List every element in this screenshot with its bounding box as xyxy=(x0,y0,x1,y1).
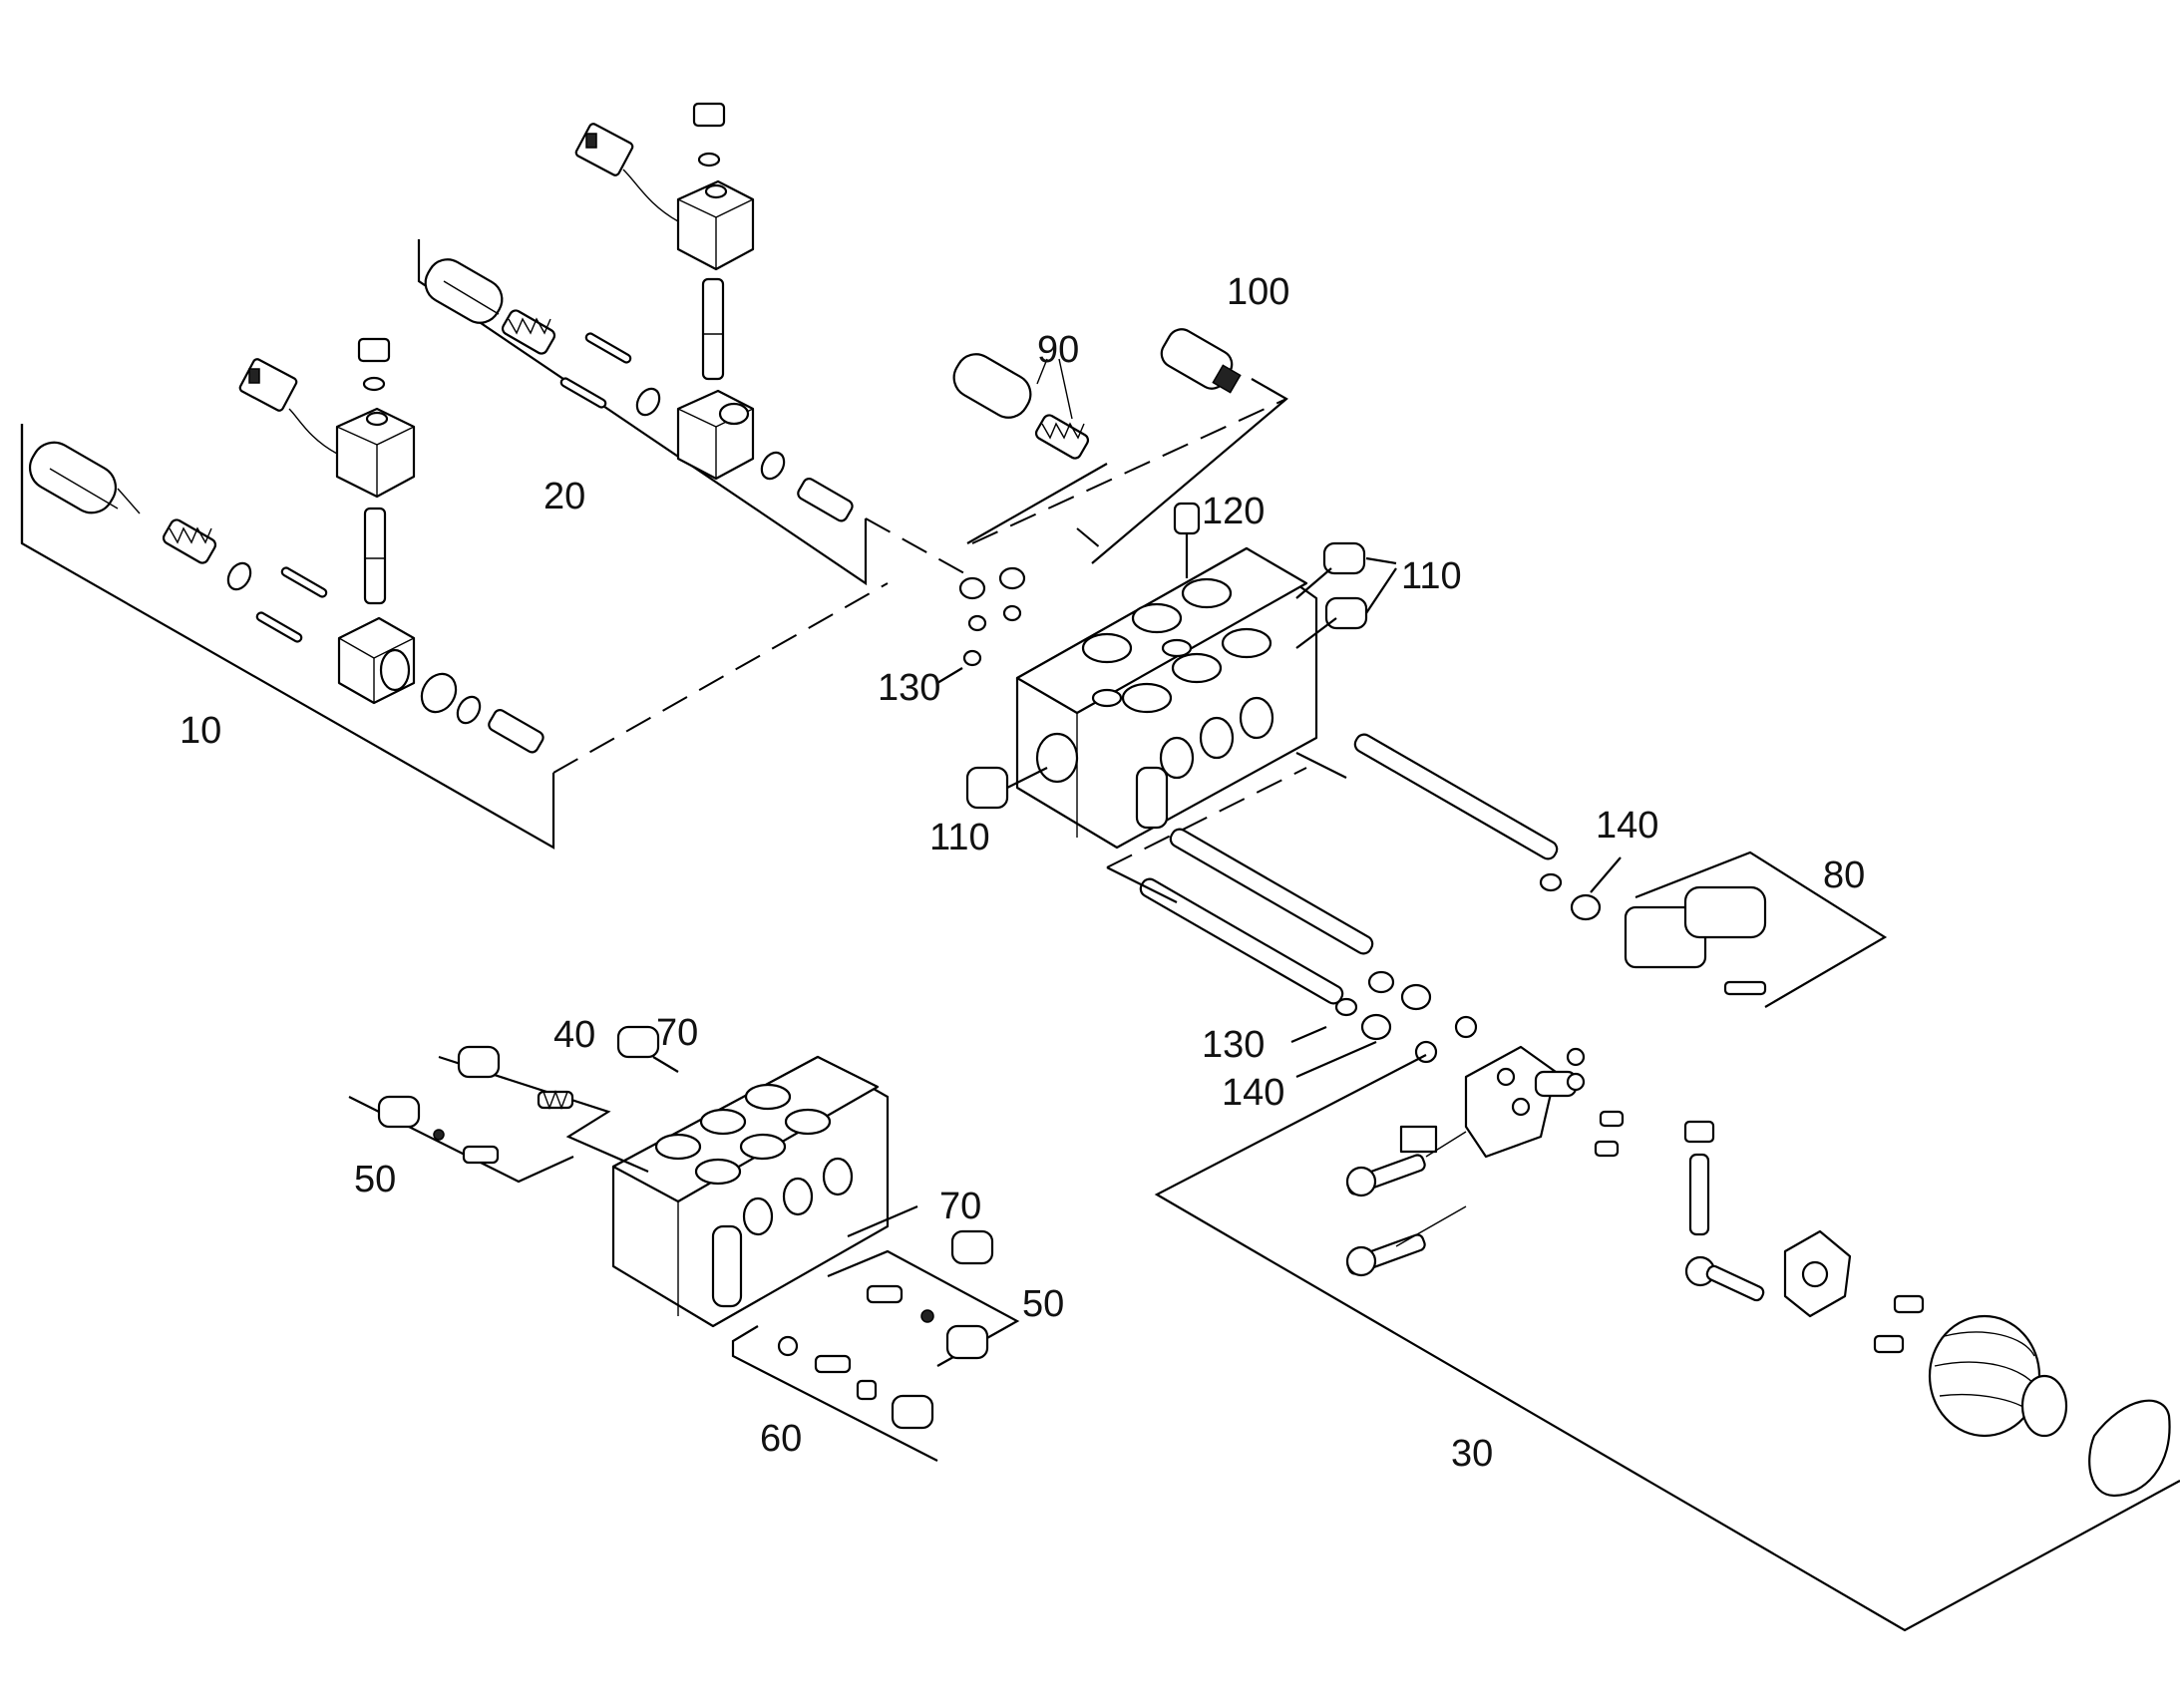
solenoid-stem xyxy=(363,507,387,605)
group-100-assembly xyxy=(1091,328,1288,564)
callout-140-lower: 140 xyxy=(1222,1072,1284,1114)
group-50-lower xyxy=(827,1249,1020,1367)
callout-70-lower: 70 xyxy=(939,1186,981,1227)
screw xyxy=(1893,1294,1925,1314)
valve-ports xyxy=(1081,577,1272,714)
actuator-cap xyxy=(1683,885,1767,939)
screw xyxy=(1599,1110,1625,1128)
group-50-assembly xyxy=(348,1095,574,1184)
washer xyxy=(697,152,721,168)
ball-joint-rod xyxy=(1345,1131,1467,1197)
callout-130-upper: 130 xyxy=(878,667,940,709)
pin xyxy=(584,332,632,364)
o-ring xyxy=(456,695,482,725)
callout-40: 40 xyxy=(553,1014,595,1056)
linkage-rod xyxy=(1683,1120,1765,1302)
screw xyxy=(1723,980,1767,996)
callout-90: 90 xyxy=(1037,329,1079,371)
callout-140-upper: 140 xyxy=(1596,805,1658,847)
seal-set-130 xyxy=(936,566,1026,684)
solenoid-body xyxy=(676,389,755,481)
group-40-assembly xyxy=(438,1045,649,1174)
cam-housing xyxy=(1783,1229,1852,1318)
group-10-assembly xyxy=(20,337,555,850)
spring xyxy=(501,309,556,355)
nut xyxy=(1566,1072,1586,1092)
callout-120: 120 xyxy=(1202,491,1265,532)
plug-70 xyxy=(616,1025,660,1059)
plug xyxy=(797,478,854,522)
o-ring xyxy=(226,561,252,591)
group-90-assembly xyxy=(952,353,1108,544)
plug-120 xyxy=(1173,502,1201,535)
pin xyxy=(280,566,328,598)
main-valve-block xyxy=(1015,546,1318,850)
callout-130-lower: 130 xyxy=(1202,1024,1265,1066)
plug xyxy=(488,709,545,754)
valve-spools xyxy=(1106,733,1559,1005)
callout-110-upper: 110 xyxy=(1401,555,1462,597)
seal-set-lower xyxy=(1290,970,1478,1079)
nut xyxy=(357,337,391,363)
cartridge-valve xyxy=(28,441,141,514)
callout-30: 30 xyxy=(1451,1433,1493,1475)
solenoid-body xyxy=(337,616,416,705)
callout-100: 100 xyxy=(1227,271,1289,313)
screw xyxy=(1594,1140,1620,1158)
cartridge-valve xyxy=(424,258,504,324)
electrical-connector xyxy=(574,123,679,222)
electrical-connector xyxy=(238,358,338,455)
ball-joint-rod xyxy=(1345,1205,1467,1277)
callout-10: 10 xyxy=(180,710,221,752)
screw xyxy=(1873,1334,1905,1354)
block-foot xyxy=(1135,766,1169,830)
bracket xyxy=(1399,1125,1438,1154)
washer xyxy=(420,672,458,714)
secondary-valve-block xyxy=(611,1055,890,1328)
callout-110-lower: 110 xyxy=(929,817,990,858)
group-20-assembly xyxy=(417,102,868,586)
group-60-assembly xyxy=(731,1325,938,1462)
cartridge-valve xyxy=(952,353,1032,419)
group-30-assembly xyxy=(1154,1045,2180,1632)
pressure-sensor xyxy=(1160,328,1242,394)
pin xyxy=(255,611,303,643)
callout-70-upper: 70 xyxy=(656,1012,698,1054)
washer xyxy=(362,376,386,392)
solenoid-stem xyxy=(701,277,725,381)
flange-plate xyxy=(1464,1045,1578,1159)
pin xyxy=(559,377,607,409)
group-70-lower xyxy=(847,1204,994,1265)
callout-20: 20 xyxy=(544,476,585,517)
callout-50-right: 50 xyxy=(1022,1283,1064,1325)
o-ring xyxy=(1539,872,1563,892)
callout-labels: 100 90 20 120 110 130 10 110 140 80 40 7… xyxy=(180,271,1865,1475)
nut xyxy=(1566,1047,1586,1067)
plug-110 xyxy=(1324,596,1368,630)
gasket xyxy=(2088,1399,2171,1498)
coil xyxy=(335,407,416,499)
callout-60: 60 xyxy=(760,1418,802,1460)
coil xyxy=(676,179,755,271)
callout-80: 80 xyxy=(1823,854,1865,896)
spring xyxy=(1034,414,1090,460)
callout-50-left: 50 xyxy=(354,1159,396,1200)
nut xyxy=(692,102,726,128)
spool-bores xyxy=(1035,696,1274,784)
plug-110 xyxy=(1322,541,1366,575)
washer-140 xyxy=(1570,893,1602,921)
group-80-assembly xyxy=(1624,851,1888,1008)
o-ring xyxy=(760,451,786,481)
bellows-boot xyxy=(1928,1314,2068,1438)
plug-110 xyxy=(965,766,1009,810)
o-ring xyxy=(635,387,661,417)
spring xyxy=(162,518,217,564)
